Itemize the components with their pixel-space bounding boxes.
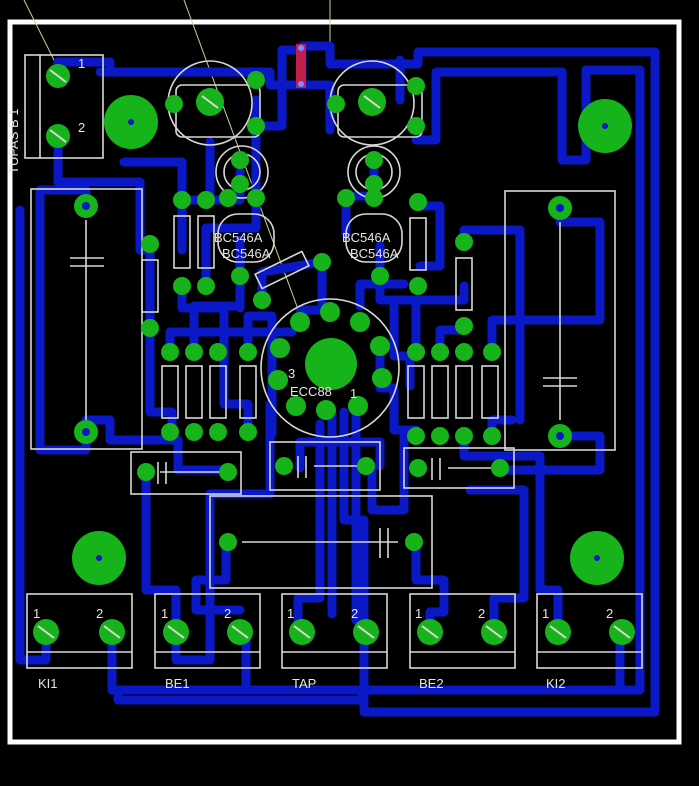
- transistor-label-left-b: BC546A: [222, 246, 271, 261]
- connector-pin-numbers: 1 2 1 2 1 2 1 2 1 2: [33, 606, 613, 621]
- svg-text:1: 1: [287, 606, 294, 621]
- connector-label-be1: BE1: [165, 676, 190, 691]
- side-label: TUPAS B 1: [6, 108, 21, 174]
- led-left-outline: [215, 145, 269, 199]
- svg-text:1: 1: [161, 606, 168, 621]
- tube-pin3-label: 3: [288, 366, 295, 381]
- svg-text:1: 1: [33, 606, 40, 621]
- jumper-pad-bottom: [298, 81, 304, 87]
- svg-text:2: 2: [478, 606, 485, 621]
- connector-label-tap: TAP: [292, 676, 316, 691]
- board-outline: [7, 19, 682, 745]
- connector-be1-outline: [154, 593, 261, 669]
- terminal-block-outline: [24, 54, 104, 159]
- tube-socket-outline: [260, 298, 400, 438]
- svg-text:2: 2: [351, 606, 358, 621]
- connector-ki2-outline: [536, 593, 643, 669]
- connector-label-ki1: KI1: [38, 676, 58, 691]
- connector-be2-outline: [409, 593, 516, 669]
- silkscreen: [24, 54, 643, 669]
- terminal-pin2-label: 2: [78, 120, 85, 135]
- svg-text:2: 2: [606, 606, 613, 621]
- capacitor-right-outline: [504, 190, 616, 451]
- jumper-wire: [296, 44, 306, 88]
- screw-marks: [37, 69, 631, 639]
- connector-tap-outline: [281, 593, 388, 669]
- svg-text:2: 2: [224, 606, 231, 621]
- transistor-right-outline: [345, 213, 403, 263]
- transistor-label-right-a: BC546A: [342, 230, 391, 245]
- transistor-left-outline: [217, 213, 275, 263]
- transistor-label-right-b: BC546A: [350, 246, 399, 261]
- tube-pin1-label: 1: [350, 386, 357, 401]
- connector-ki1-outline: [26, 593, 133, 669]
- tube-label: ECC88: [290, 384, 332, 399]
- svg-text:1: 1: [415, 606, 422, 621]
- jumper-pad-top: [298, 45, 304, 51]
- capacitor-left-outline: [30, 188, 143, 450]
- svg-text:1: 1: [542, 606, 549, 621]
- terminal-pin1-label: 1: [78, 56, 85, 71]
- transistor-label-left-a: BC546A: [214, 230, 263, 245]
- cap-c1-outline: [130, 451, 242, 495]
- resistor-outlines: [141, 215, 499, 419]
- connector-label-be2: BE2: [419, 676, 444, 691]
- svg-text:2: 2: [96, 606, 103, 621]
- cap-c3-outline: [403, 447, 515, 489]
- cap-c2-outline: [269, 441, 381, 491]
- drill-holes: [82, 119, 608, 561]
- connector-label-ki2: KI2: [546, 676, 566, 691]
- cap-c4-outline: [209, 495, 433, 589]
